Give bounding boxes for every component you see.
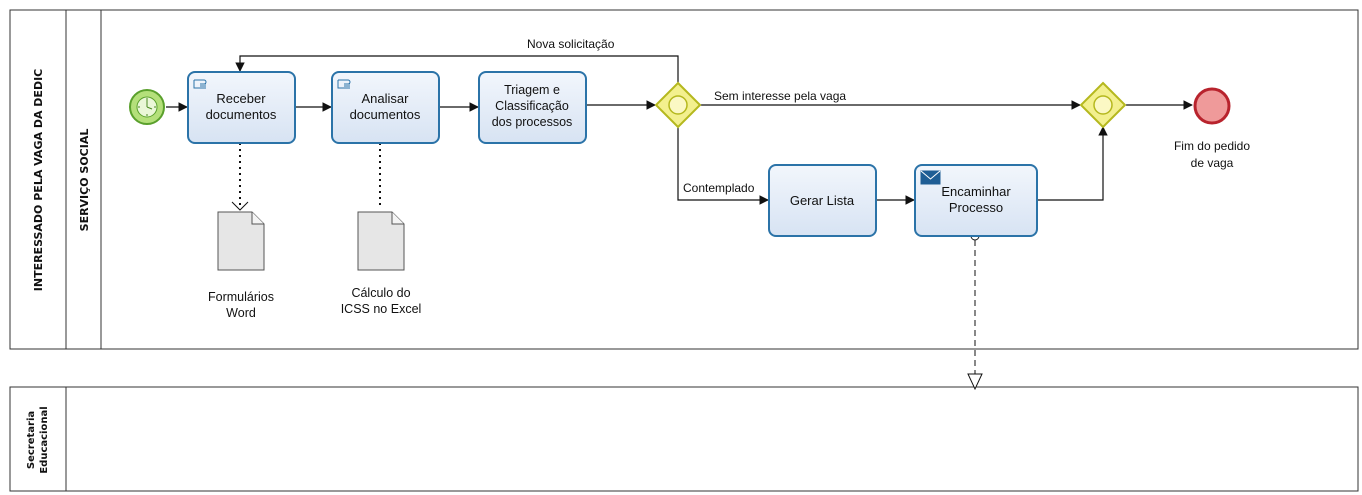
task-label-line3: dos processos [492,115,573,129]
data-object-label-line2: Word [226,306,256,320]
task-label-line2: documentos [350,107,421,122]
manual-task-icon [337,79,351,89]
data-object-label-line1: Formulários [208,290,274,304]
end-event-label-line2: de vaga [1191,156,1234,170]
data-object-label-line1: Cálculo do [351,286,410,300]
clock-icon [138,98,156,116]
flow-label-sem-interesse: Sem interesse pela vaga [714,89,846,103]
data-object-formularios[interactable] [217,211,265,271]
flow-encaminhar-to-gateway[interactable] [1037,126,1108,201]
data-object-label-line2: ICSS no Excel [341,302,422,316]
pool-secretaria: Secretaria Educacional [9,386,1359,492]
task-encaminhar-processo[interactable]: Encaminhar Processo [914,164,1038,237]
pool-label-interessado: INTERESSADO PELA VAGA DA DEDIC [32,69,45,291]
task-receber-documentos[interactable]: Receber documentos [187,71,296,144]
manual-task-icon [193,79,207,89]
task-label-line1: Gerar Lista [790,193,855,208]
pool-label-secretaria-line1: Secretaria [26,411,37,469]
gateway-decision[interactable] [654,81,702,129]
end-event[interactable] [1193,87,1231,125]
associations [239,143,381,205]
association-arrowhead [231,201,249,211]
task-label-line2: Classificação [495,99,569,113]
task-label-line2: documentos [206,107,277,122]
pool-interessado: INTERESSADO PELA VAGA DA DEDIC SERVIÇO S… [9,9,1359,350]
task-label-line1: Analisar [362,91,410,106]
flow-label-contemplado: Contemplado [683,181,755,195]
lane-label-servico-social: SERVIÇO SOCIAL [78,129,91,232]
task-gerar-lista[interactable]: Gerar Lista [768,164,877,237]
task-triagem-classificacao[interactable]: Triagem e Classificação dos processos [478,71,587,144]
task-analisar-documentos[interactable]: Analisar documentos [331,71,440,144]
data-object-calculo[interactable] [357,211,405,271]
sequence-flows [166,55,1193,205]
flow-label-nova-solicitacao: Nova solicitação [527,37,615,51]
task-label-line1: Receber [216,91,266,106]
flow-contemplado[interactable] [677,127,769,205]
end-event-label-line1: Fim do pedido [1174,139,1250,153]
task-label-line2: Processo [949,200,1003,215]
gateway-merge[interactable] [1079,81,1127,129]
pool-label-secretaria-line2: Educacional [39,406,50,473]
envelope-icon [920,170,941,185]
task-label-line1: Encaminhar [941,184,1011,199]
task-label-line1: Triagem e [504,83,560,97]
flow-nova-solicitacao[interactable] [235,55,679,84]
start-event-timer[interactable] [129,89,165,125]
